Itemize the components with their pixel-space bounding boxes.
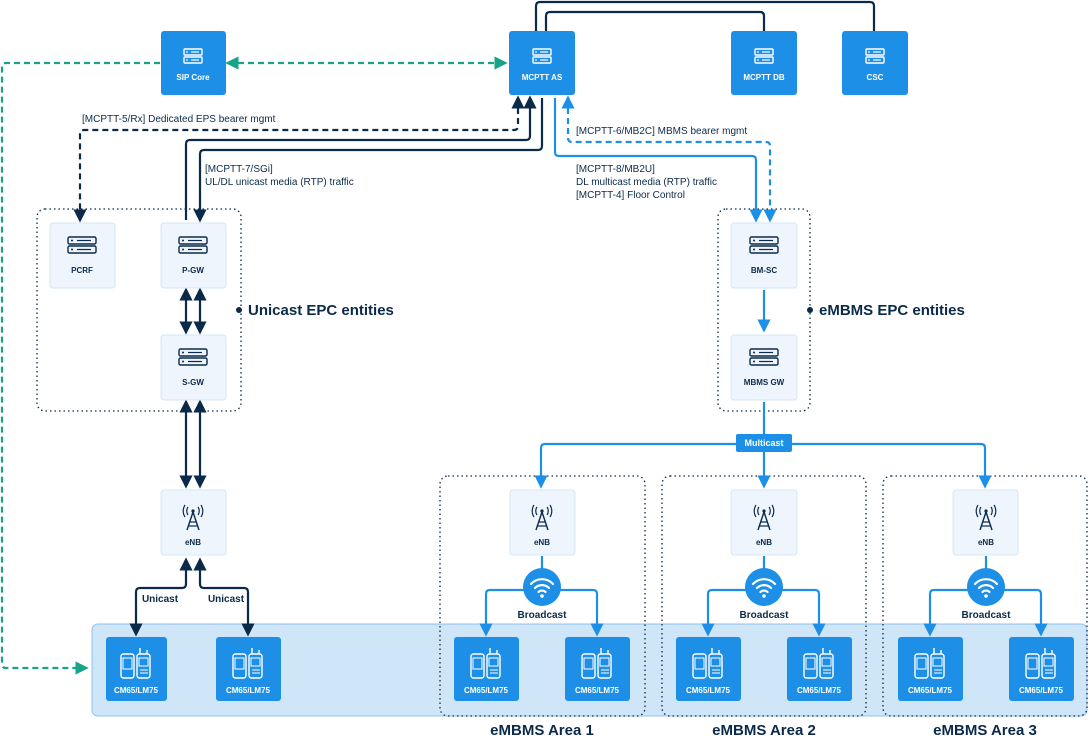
multicast-label: Multicast [744, 438, 783, 448]
mb2u-traffic-label: DL multicast media (RTP) traffic [576, 177, 717, 188]
sgi-traffic-label: UL/DL unicast media (RTP) traffic [205, 177, 354, 188]
mb2c-link [561, 95, 777, 223]
device-label: CM65/LM75 [575, 686, 620, 695]
pgw-label: P-GW [182, 266, 204, 275]
embms-area2-title: eMBMS Area 2 [712, 722, 816, 739]
enb-unicast-links [129, 557, 255, 637]
bmsc-node[interactable]: BM-SC [730, 222, 798, 289]
broadcast-icon [743, 566, 785, 608]
csc-node[interactable]: CSC [842, 31, 908, 95]
floor-control-label: [MCPTT-4] Floor Control [576, 190, 685, 201]
device-2[interactable]: CM65/LM75 [216, 637, 281, 701]
as-db-csc-links [534, 0, 876, 32]
sgi-interface-label: [MCPTT-7/SGi] [205, 164, 273, 175]
embms-area1-title: eMBMS Area 1 [490, 722, 594, 739]
device-label: CM65/LM75 [114, 686, 159, 695]
sgi-link [184, 95, 544, 223]
enb-label: eNB [185, 538, 201, 547]
enb-area1-node[interactable]: eNB [509, 489, 576, 556]
broadcast-icon [965, 566, 1007, 608]
mb2u-link [553, 98, 763, 223]
enb-area2-node[interactable]: eNB [730, 489, 798, 556]
mbms-gw-label: MBMS GW [744, 378, 785, 387]
broadcast-links [479, 556, 1048, 637]
device-6[interactable]: CM65/LM75 [787, 637, 852, 701]
core-unicast-links [179, 287, 207, 489]
mcptt-as-label: MCPTT AS [522, 73, 563, 82]
mcptt-db-node[interactable]: MCPTT DB [731, 31, 797, 95]
pcrf-node[interactable]: PCRF [49, 222, 116, 289]
rx-interface-label: [MCPTT-5/Rx] Dedicated EPS bearer mgmt [82, 114, 276, 125]
enb-area3-node[interactable]: eNB [952, 489, 1019, 556]
sgw-label: S-GW [182, 378, 204, 387]
device-label: CM65/LM75 [226, 686, 271, 695]
bullet-icon [807, 307, 813, 313]
mb2u-interface-label: [MCPTT-8/MB2U] [576, 164, 655, 175]
csc-label: CSC [867, 73, 884, 82]
embms-epc-title: eMBMS EPC entities [819, 302, 965, 319]
device-3[interactable]: CM65/LM75 [454, 637, 519, 701]
enb-node[interactable]: eNB [160, 489, 227, 556]
sip-links [0, 56, 508, 675]
embms-area3-title: eMBMS Area 3 [933, 722, 1037, 739]
device-8[interactable]: CM65/LM75 [1009, 637, 1074, 701]
multicast-badge: Multicast [736, 434, 792, 452]
enb-area1-label: eNB [534, 538, 550, 547]
sip-core-node[interactable]: SIP Core [161, 31, 226, 95]
broadcast-label-2: Broadcast [740, 610, 790, 621]
device-5[interactable]: CM65/LM75 [676, 637, 741, 701]
device-1[interactable]: CM65/LM75 [106, 637, 167, 701]
mb2c-interface-label: [MCPTT-6/MB2C] MBMS bearer mgmt [576, 126, 747, 137]
device-label: CM65/LM75 [464, 686, 509, 695]
sip-core-label: SIP Core [176, 73, 210, 82]
mcptt-db-label: MCPTT DB [743, 73, 785, 82]
device-4[interactable]: CM65/LM75 [565, 637, 630, 701]
pgw-node[interactable]: P-GW [160, 222, 227, 289]
broadcast-icon [521, 566, 563, 608]
mcptt-as-node[interactable]: MCPTT AS [509, 31, 575, 95]
broadcast-label-1: Broadcast [518, 610, 568, 621]
bmsc-label: BM-SC [751, 266, 777, 275]
device-label: CM65/LM75 [908, 686, 953, 695]
bullet-icon [236, 307, 242, 313]
device-label: CM65/LM75 [797, 686, 842, 695]
sgw-node[interactable]: S-GW [160, 334, 227, 401]
broadcast-label-3: Broadcast [962, 610, 1012, 621]
device-label: CM65/LM75 [686, 686, 731, 695]
enb-area2-label: eNB [756, 538, 772, 547]
mbms-gw-node[interactable]: MBMS GW [730, 334, 798, 401]
device-7[interactable]: CM65/LM75 [898, 637, 963, 701]
unicast-label-left: Unicast [142, 594, 179, 605]
device-label: CM65/LM75 [1019, 686, 1064, 695]
unicast-label-right: Unicast [208, 594, 245, 605]
unicast-epc-title: Unicast EPC entities [248, 302, 394, 319]
pcrf-label: PCRF [71, 266, 93, 275]
enb-area3-label: eNB [978, 538, 994, 547]
